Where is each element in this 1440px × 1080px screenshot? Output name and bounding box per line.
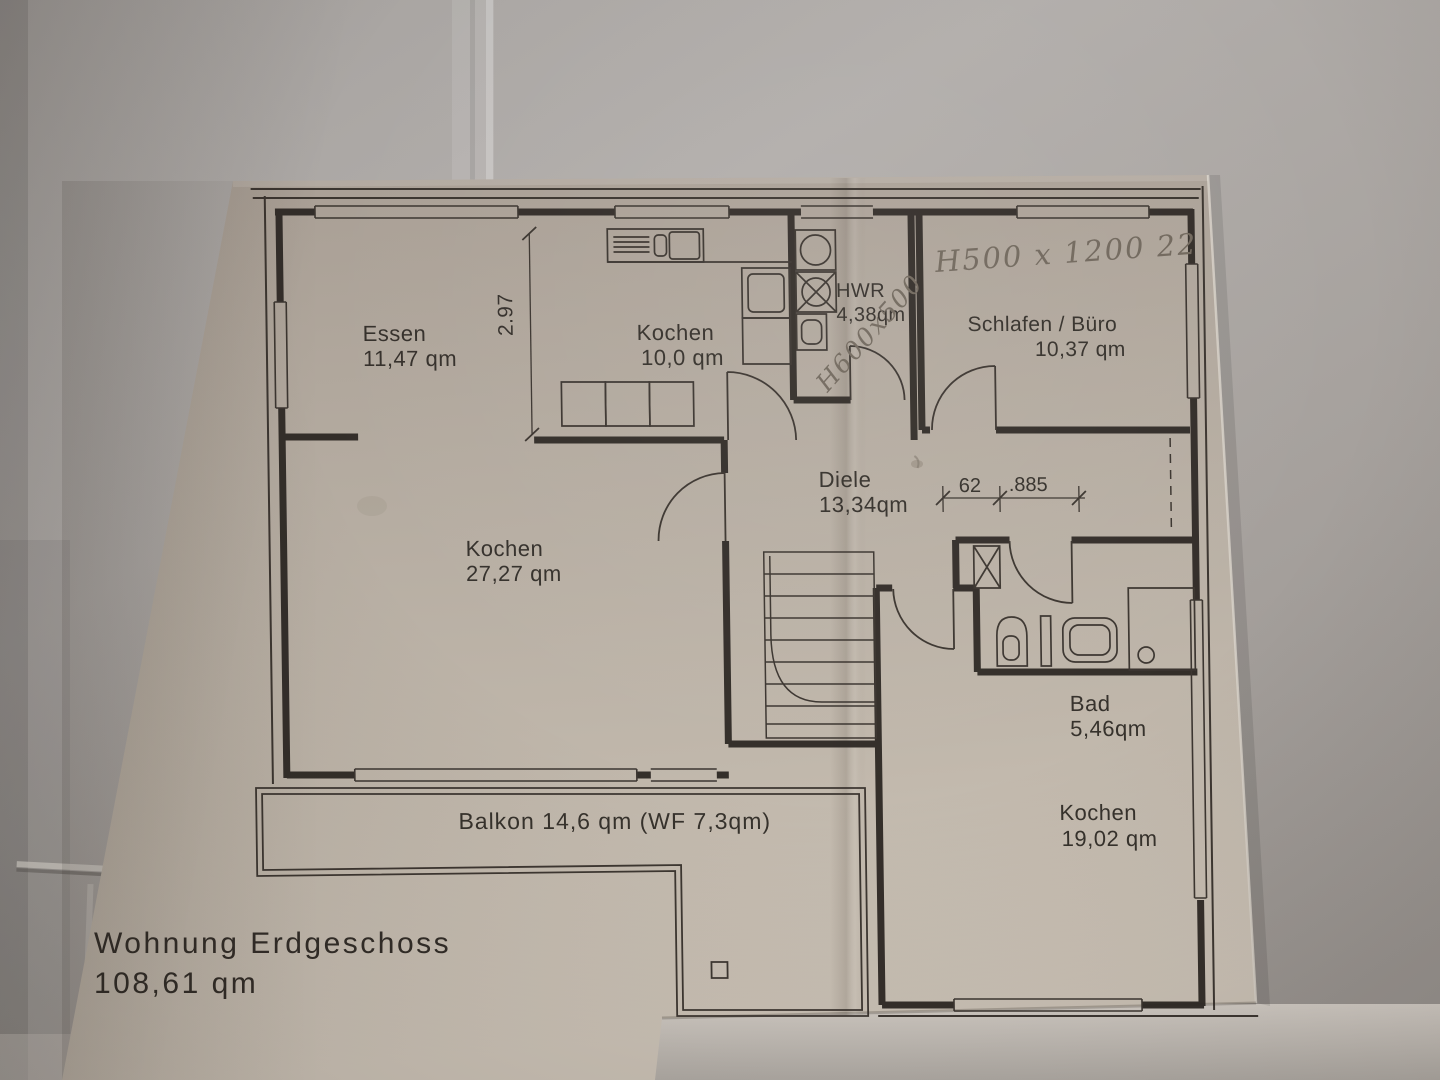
room-area-wohnen: 27,27 qm: [466, 561, 562, 586]
room-label-hwr: HWR: [836, 280, 885, 302]
paper-sheet: [62, 174, 1270, 1080]
room-label-bad: Bad: [1070, 691, 1111, 716]
room-label-essen: Essen: [362, 321, 426, 346]
room-label-wohnen: Kochen: [465, 536, 543, 561]
room-label-schlafen: Schlafen / Büro: [967, 313, 1117, 336]
dimension-885: .885: [1009, 474, 1048, 496]
dimension-opening-height: 2.97: [494, 294, 518, 336]
plan-title-block: Wohnung Erdgeschoss 108,61 qm: [94, 927, 451, 1000]
dashed-section-line: [1169, 438, 1173, 534]
room-area-diele: 13,34qm: [819, 492, 908, 517]
room-area-kochen19: 19,02 qm: [1062, 826, 1158, 851]
door-swings: [657, 345, 1074, 650]
bathroom-fixtures: [972, 545, 1197, 671]
room-area-essen: 11,47 qm: [363, 346, 457, 371]
floorplan-drawing: Essen 11,47 qm Kochen 10,0 qm HWR 4,38qm…: [250, 186, 1259, 1017]
room-labels: Essen 11,47 qm Kochen 10,0 qm HWR 4,38qm…: [362, 280, 1158, 851]
windows: [273, 205, 1208, 1012]
staircase: [762, 551, 878, 739]
plan-total-area: 108,61 qm: [94, 967, 258, 1000]
balcony-label: Balkon 14,6 qm (WF 7,3qm): [458, 808, 771, 834]
shower-icon: [1127, 587, 1197, 671]
balcony-post: [710, 961, 729, 979]
room-area-hwr: 4,38qm: [836, 304, 905, 326]
room-label-kochen10: Kochen: [636, 320, 714, 345]
balcony-outline: [255, 787, 870, 1017]
plan-title: Wohnung Erdgeschoss: [94, 927, 451, 960]
washbasin-icon: [1061, 617, 1118, 663]
kitchen-counter-fixtures: [560, 228, 792, 427]
hwr-appliances: [794, 229, 838, 351]
room-area-bad: 5,46qm: [1070, 716, 1147, 741]
dimension-62: 62: [959, 475, 982, 497]
dimension-lines: [521, 226, 1087, 512]
outer-face-lines: [250, 186, 1259, 1017]
room-area-kochen10: 10,0 qm: [641, 345, 724, 370]
toilet-icon: [996, 616, 1029, 667]
room-label-kochen19: Kochen: [1059, 800, 1137, 825]
walls-thick: [274, 208, 1206, 1009]
paper-stain: [911, 460, 923, 468]
room-area-schlafen: 10,37 qm: [1035, 338, 1126, 361]
room-label-diele: Diele: [819, 467, 872, 492]
pencil-mark: [913, 455, 920, 469]
paper-stain: [357, 496, 387, 516]
dimension-texts: 2.97 62 .885: [494, 294, 1048, 497]
